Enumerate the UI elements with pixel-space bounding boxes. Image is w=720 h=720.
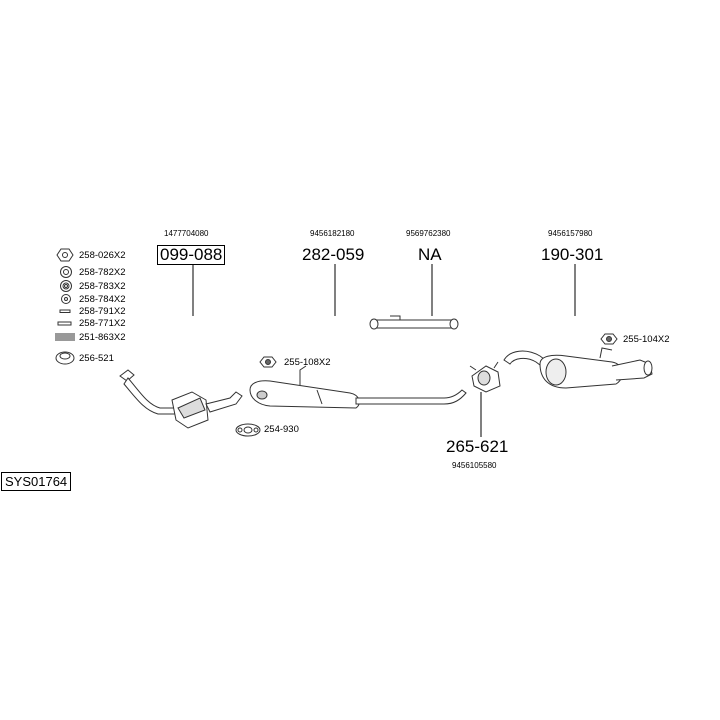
oem-number-clamp: 9456105580 (452, 461, 497, 470)
part-number-intermediate-pipe[interactable]: NA (418, 245, 442, 264)
spring-washer-icon (60, 266, 72, 278)
legend-label: 258-791X2 (79, 306, 126, 317)
oem-number-rear-silencer: 9456157980 (548, 229, 593, 238)
oem-number-intermediate-pipe: 9569762380 (406, 229, 451, 238)
pipe-clamp-part (469, 361, 501, 393)
legend-label: 258-783X2 (79, 281, 126, 292)
oem-number-catalyst: 1477704080 (164, 229, 209, 238)
legend-label: 258-026X2 (79, 250, 126, 261)
accessory-label: 254-930 (264, 424, 299, 435)
intermediate-pipe-part (369, 315, 459, 330)
washer-icon (61, 294, 71, 304)
catalytic-converter-part (119, 369, 243, 429)
part-number-catalyst[interactable]: 099-088 (157, 245, 226, 265)
part-number-rear-silencer[interactable]: 190-301 (541, 245, 604, 264)
gasket-ring-icon (55, 351, 75, 365)
front-silencer-part (249, 365, 467, 409)
nut-icon (56, 248, 74, 262)
legend-label: 251-863X2 (79, 332, 126, 343)
part-number-front-silencer[interactable]: 282-059 (302, 245, 365, 264)
legend-label: 258-782X2 (79, 267, 126, 278)
rear-silencer-part (503, 347, 653, 389)
spring-icon (55, 333, 75, 341)
system-id-label: SYS01764 (1, 472, 72, 491)
flange-gasket-icon (235, 423, 261, 437)
rubber-mount-icon (600, 333, 618, 345)
part-number-clamp[interactable]: 265-621 (446, 437, 509, 456)
bolt-icon (57, 321, 72, 326)
oem-number-front-silencer: 9456182180 (310, 229, 355, 238)
legend-label: 258-771X2 (79, 318, 126, 329)
bolt-icon (59, 309, 71, 313)
legend-label: 258-784X2 (79, 294, 126, 305)
accessory-label: 255-108X2 (284, 357, 331, 368)
legend-label: 256-521 (79, 353, 114, 364)
spring-washer-icon (60, 280, 72, 292)
rubber-mount-icon (259, 356, 277, 368)
accessory-label: 255-104X2 (623, 334, 670, 345)
